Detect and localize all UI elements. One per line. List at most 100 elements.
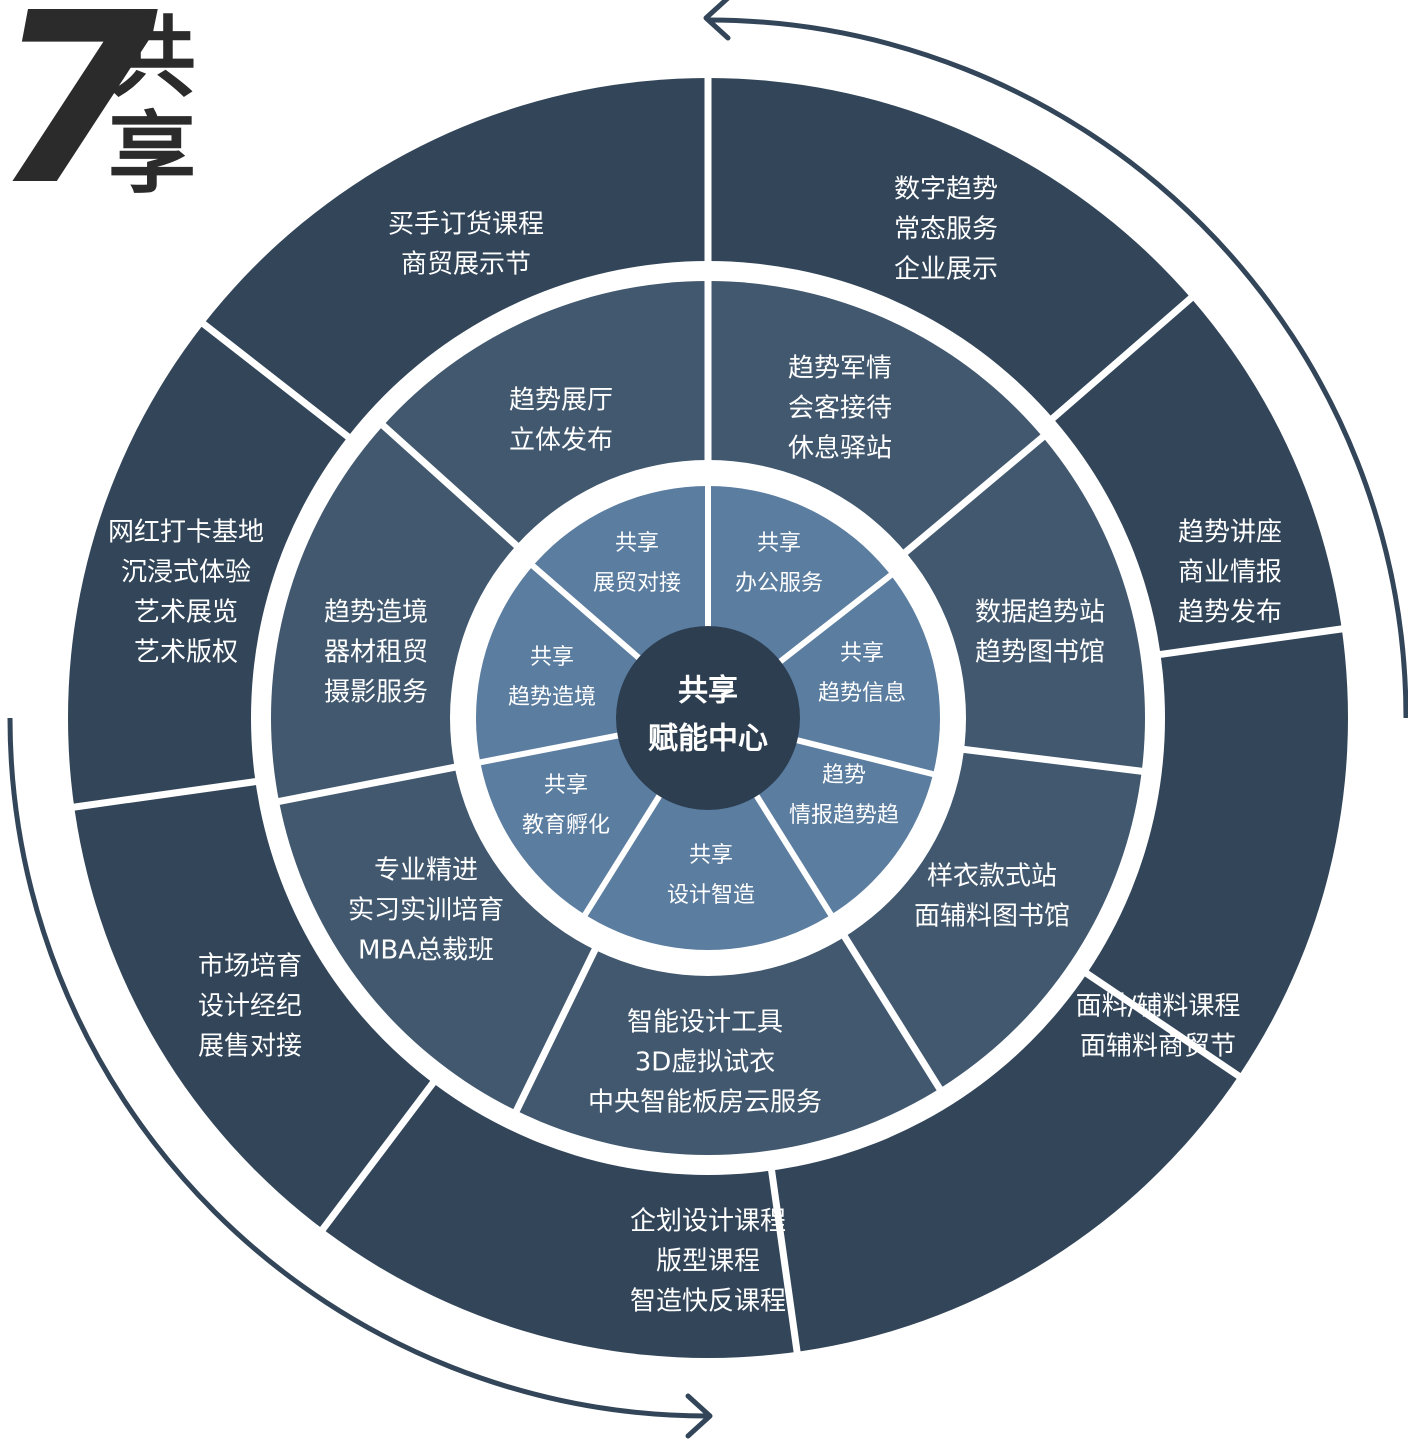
heading-char-1: 共 bbox=[108, 6, 197, 109]
inner-ring-label-line: 共享 bbox=[615, 531, 659, 556]
inner-ring-label-line: 办公服务 bbox=[735, 571, 823, 596]
outer-ring-divider bbox=[199, 319, 352, 441]
middle-ring-label-line: 休息驿站 bbox=[788, 434, 892, 464]
center-hub-label-line: 共享 bbox=[678, 674, 738, 709]
middle-ring-label: 数据趋势站趋势图书馆 bbox=[975, 598, 1105, 668]
middle-ring-label-line: 趋势军情 bbox=[788, 354, 892, 384]
heading-title: 共 享 bbox=[108, 10, 204, 202]
inner-ring-divider bbox=[775, 571, 895, 667]
middle-ring-label-line: 立体发布 bbox=[509, 426, 613, 456]
outer-ring-label-line: 艺术版权 bbox=[134, 638, 238, 668]
middle-ring-label-line: 面辅料图书馆 bbox=[914, 902, 1070, 932]
cycle-arrows bbox=[7, 0, 1408, 1439]
outer-ring-label-line: 企业展示 bbox=[894, 255, 998, 285]
outer-ring-label-line: 智造快反课程 bbox=[630, 1287, 786, 1317]
inner-ring-label-line: 教育孵化 bbox=[522, 813, 610, 838]
outer-ring-label-line: 展售对接 bbox=[198, 1032, 302, 1062]
outer-ring-label-line: 趋势发布 bbox=[1178, 598, 1282, 628]
outer-ring-label: 网红打卡基地沉浸式体验艺术展览艺术版权 bbox=[108, 518, 264, 668]
middle-ring-label-line: 实习实训培育 bbox=[348, 896, 504, 926]
outer-ring-label-line: 数字趋势 bbox=[894, 175, 998, 205]
outer-ring-label-line: 版型课程 bbox=[656, 1247, 760, 1277]
outer-ring-divider bbox=[767, 1168, 801, 1355]
outer-ring-label-line: 沉浸式体验 bbox=[121, 558, 251, 588]
middle-ring-divider bbox=[832, 919, 944, 1093]
outer-ring-label: 企划设计课程版型课程智造快反课程 bbox=[630, 1207, 786, 1317]
inner-ring-divider bbox=[529, 562, 644, 663]
inner-ring-label-line: 展贸对接 bbox=[593, 571, 681, 596]
outer-ring-label: 数字趋势常态服务企业展示 bbox=[894, 175, 998, 285]
inner-ring-label-line: 共享 bbox=[530, 645, 574, 670]
center-hub-label-line: 赋能中心 bbox=[648, 722, 768, 757]
middle-ring-label: 智能设计工具 3D虚拟试衣中央智能板房云服务 bbox=[588, 1008, 822, 1118]
outer-ring-divider bbox=[1049, 294, 1195, 423]
inner-ring-label-line: 共享 bbox=[689, 843, 733, 868]
middle-ring-label-line: 中央智能板房云服务 bbox=[588, 1088, 822, 1118]
arrow-arc-bottom-left bbox=[7, 717, 709, 1419]
middle-ring-label: 专业精进实习实训培育 MBA总裁班 bbox=[348, 856, 504, 966]
outer-ring-label-line: 企划设计课程 bbox=[630, 1207, 786, 1237]
outer-ring-label-line: 设计经纪 bbox=[198, 992, 302, 1022]
middle-ring-label-line: 智能设计工具 bbox=[627, 1008, 783, 1038]
middle-ring-label-line: 样衣款式站 bbox=[927, 862, 1057, 892]
outer-ring-label: 买手订货课程商贸展示节 bbox=[388, 210, 544, 280]
inner-ring-label: 共享办公服务 bbox=[735, 531, 823, 596]
middle-ring-label-line: 专业精进 bbox=[374, 856, 478, 886]
middle-ring-label-line: 会客接待 bbox=[788, 394, 892, 424]
inner-ring-label-line: 共享 bbox=[757, 531, 801, 556]
inner-ring-label: 共享展贸对接 bbox=[593, 531, 681, 596]
middle-ring-label-line: 器材租贸 bbox=[324, 638, 428, 668]
inner-ring-label: 共享趋势造境 bbox=[508, 645, 596, 710]
outer-ring-label-line: 艺术展览 bbox=[134, 598, 238, 628]
inner-ring-divider bbox=[792, 736, 936, 778]
outer-ring-divider bbox=[1083, 969, 1243, 1080]
middle-ring-divider bbox=[379, 421, 532, 561]
middle-ring-divider bbox=[276, 760, 474, 806]
inner-ring-label: 共享趋势信息 bbox=[818, 641, 906, 706]
middle-ring-label: 趋势展厅立体发布 bbox=[509, 386, 613, 456]
middle-ring-label-line: 数据趋势站 bbox=[975, 598, 1105, 628]
inner-ring-label-line: 共享 bbox=[840, 641, 884, 666]
inner-ring-label-line: 共享 bbox=[544, 773, 588, 798]
outer-ring-label-line: 趋势讲座 bbox=[1178, 518, 1282, 548]
inner-ring-label-line: 情报趋势趋 bbox=[789, 803, 899, 828]
outer-ring-label: 趋势讲座商业情报趋势发布 bbox=[1178, 518, 1282, 628]
middle-ring-divider bbox=[945, 743, 1145, 775]
inner-ring-label-line: 趋势 bbox=[822, 763, 866, 788]
center-hub: 共享赋能中心 bbox=[616, 626, 800, 810]
heading-char-2: 享 bbox=[108, 102, 197, 205]
inner-ring-divider bbox=[581, 791, 664, 919]
outer-ring-label-line: 商贸展示节 bbox=[401, 250, 531, 280]
outer-ring-divider bbox=[71, 777, 258, 811]
middle-ring-divider bbox=[512, 932, 606, 1115]
middle-ring-label: 趋势造境器材租贸摄影服务 bbox=[324, 598, 428, 708]
inner-ring-label-line: 设计智造 bbox=[667, 883, 755, 908]
inner-ring-label-line: 趋势信息 bbox=[818, 681, 906, 706]
inner-ring-label: 趋势情报趋势趋 bbox=[789, 763, 899, 828]
heading-number: 7 bbox=[0, 0, 158, 237]
middle-ring-label-line: 3D虚拟试衣 bbox=[635, 1048, 776, 1078]
inner-ring-label-line: 趋势造境 bbox=[508, 685, 596, 710]
arrowhead-bottom bbox=[685, 1393, 713, 1439]
outer-ring-label-line: 面料/辅料课程 bbox=[1076, 992, 1241, 1022]
middle-ring-label-line: 趋势展厅 bbox=[509, 386, 613, 416]
inner-ring-divider bbox=[752, 791, 835, 919]
outer-ring-label-line: 买手订货课程 bbox=[388, 210, 544, 240]
inner-ring-label: 共享设计智造 bbox=[667, 843, 755, 908]
middle-ring-label-line: 趋势造境 bbox=[324, 598, 428, 628]
arrowhead-top bbox=[703, 0, 731, 41]
center-hub-label: 共享赋能中心 bbox=[648, 674, 768, 757]
outer-ring-divider bbox=[318, 1079, 437, 1233]
outer-ring-label: 市场培育设计经纪展售对接 bbox=[198, 952, 302, 1062]
outer-ring-label-line: 市场培育 bbox=[198, 952, 302, 982]
middle-ring-divider bbox=[889, 433, 1047, 567]
middle-ring-label: 样衣款式站面辅料图书馆 bbox=[914, 862, 1070, 932]
center-hub-disk bbox=[616, 626, 800, 810]
middle-ring-label-line: MBA总裁班 bbox=[358, 936, 494, 966]
middle-ring-label: 趋势军情会客接待休息驿站 bbox=[788, 354, 892, 464]
middle-ring-label-line: 摄影服务 bbox=[324, 678, 428, 708]
middle-ring-label-line: 趋势图书馆 bbox=[975, 638, 1105, 668]
outer-ring-divider bbox=[1158, 625, 1345, 659]
